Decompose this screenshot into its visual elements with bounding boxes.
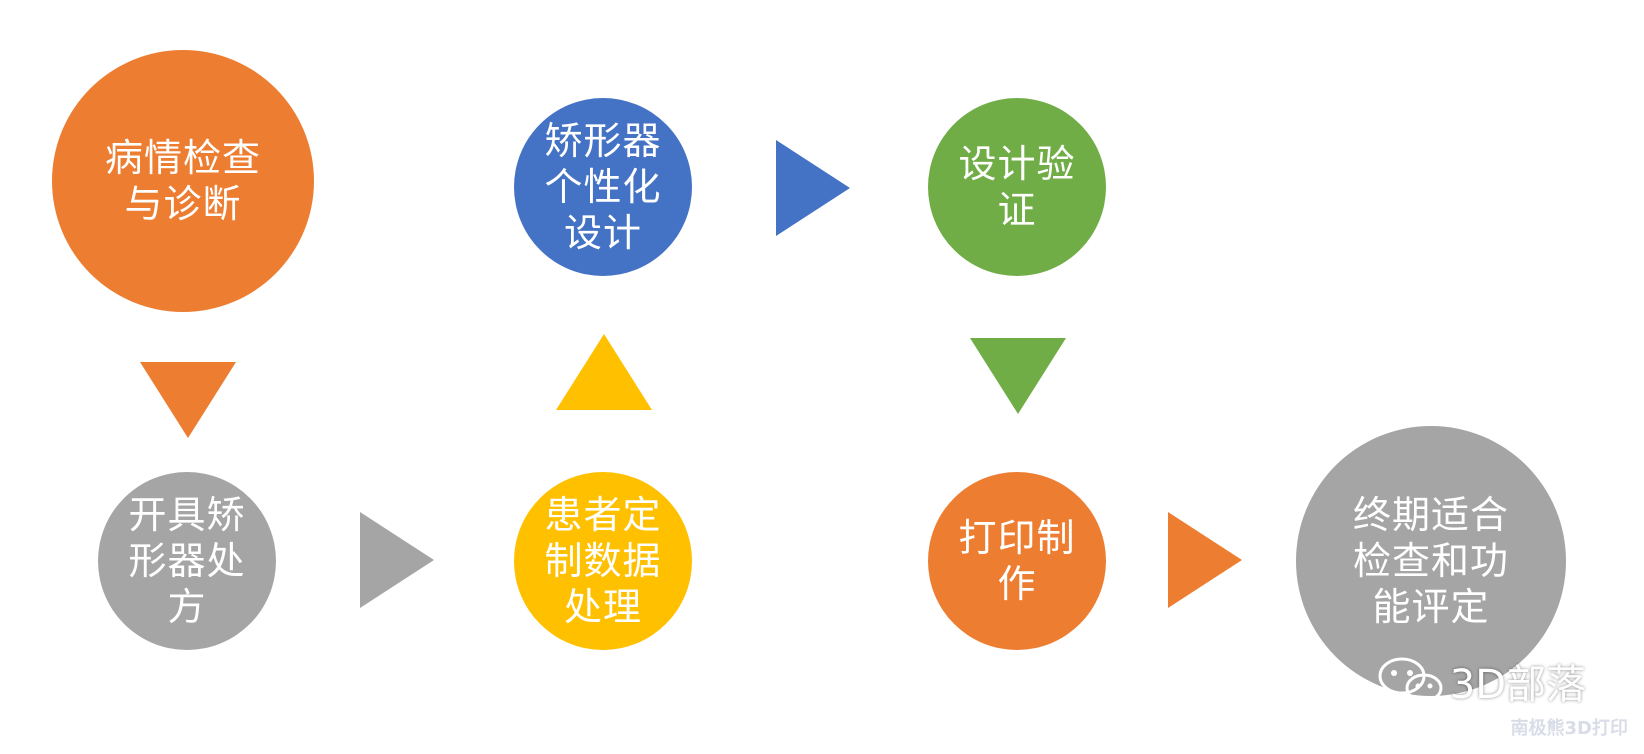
arrow-down-exam-to-prescription [140,362,236,438]
arrow-right-prescription-to-data [360,512,434,608]
watermark-text: 3D部落 [1449,662,1586,708]
node-prescription-label: 开具矫 形器处 方 [128,493,246,629]
wechat-icon [1378,657,1443,706]
node-personalized-design: 矫形器 个性化 设计 [514,98,692,276]
watermark: 3D部落 [1376,652,1586,710]
arrow-down-verification-to-print [970,338,1066,414]
node-print-production: 打印制 作 [928,472,1106,650]
node-final-evaluation: 终期适合 检查和功 能评定 [1296,426,1566,696]
node-data-processing-label: 患者定 制数据 处理 [544,493,662,629]
node-exam-diagnosis-label: 病情检查 与诊断 [104,136,261,226]
node-data-processing: 患者定 制数据 处理 [514,472,692,650]
node-final-evaluation-label: 终期适合 检查和功 能评定 [1352,493,1509,629]
arrow-right-print-to-final [1168,512,1242,608]
arrow-up-data-to-design [556,334,652,410]
node-design-verification: 设计验 证 [928,98,1106,276]
node-prescription: 开具矫 形器处 方 [98,472,276,650]
node-print-production-label: 打印制 作 [958,516,1076,606]
node-exam-diagnosis: 病情检查 与诊断 [52,50,314,312]
watermark-subtext: 南极熊3D打印 [1510,718,1628,739]
node-design-verification-label: 设计验 证 [958,142,1076,232]
node-personalized-design-label: 矫形器 个性化 设计 [544,119,662,255]
arrow-right-design-to-verification [776,140,850,236]
